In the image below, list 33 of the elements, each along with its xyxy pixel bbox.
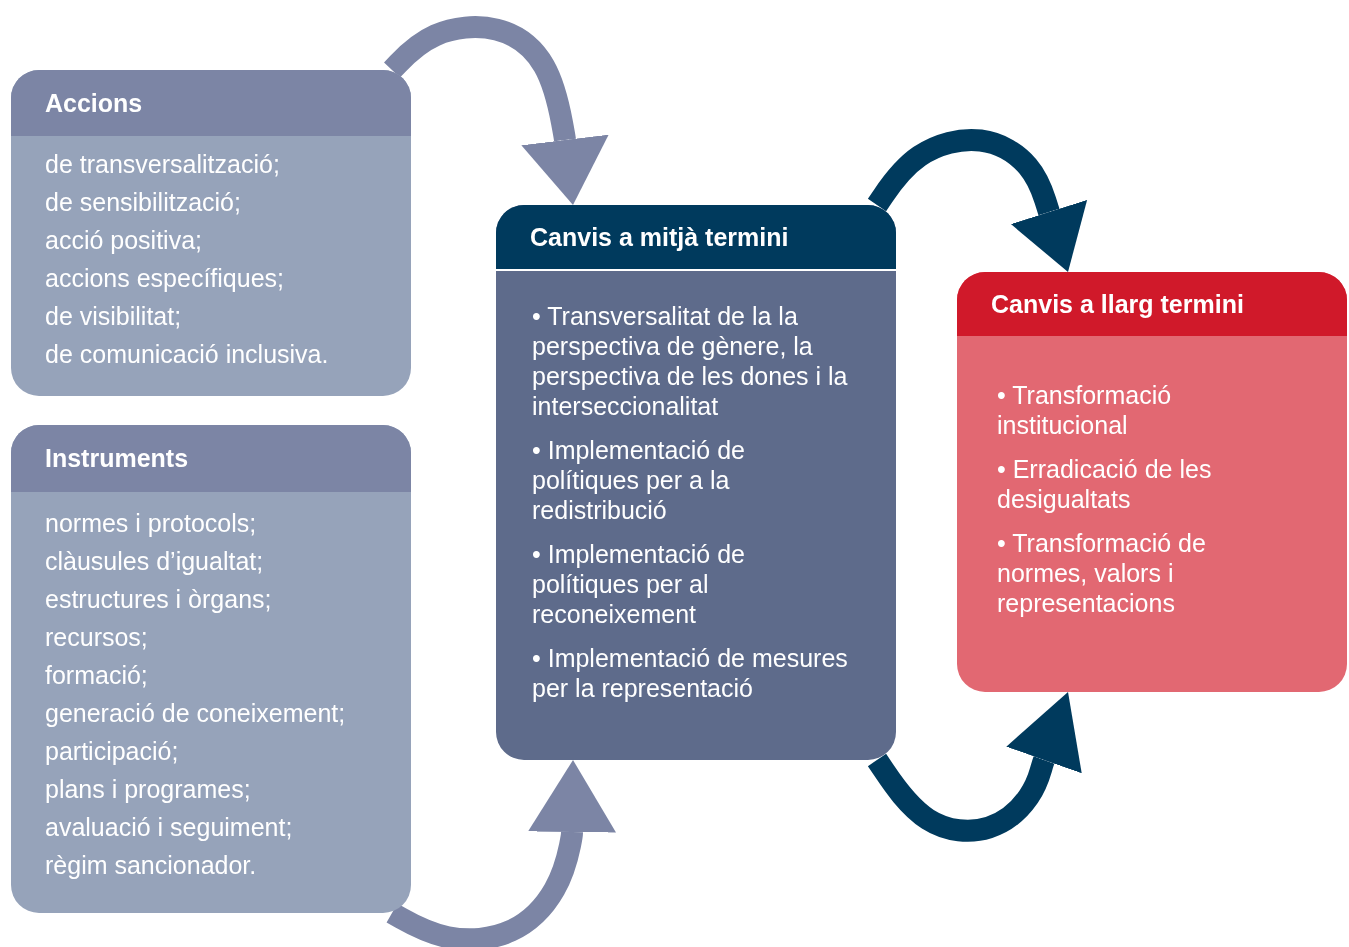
bullet-point: • Implementació de polítiques per a la redistribució bbox=[532, 435, 747, 525]
list-item: estructures i òrgans; bbox=[45, 584, 273, 615]
list-item: generació de coneixement; bbox=[45, 698, 347, 729]
list-item: de comunicació inclusiva. bbox=[45, 339, 330, 370]
bullet-point: • Implementació de mesures per la representació bbox=[532, 643, 849, 703]
bullet-point: • Transformació de normes, valors i representacions bbox=[997, 528, 1207, 618]
list-item: normes i protocols; bbox=[45, 508, 258, 539]
list-item: clàusules d’igualtat; bbox=[45, 546, 265, 577]
bullet-point: • Transversalitat de la la perspectiva de gènere, la perspectiva de les dones i la interseccionalitat bbox=[532, 301, 849, 421]
list-item: avaluació i seguiment; bbox=[45, 812, 294, 843]
panel-heading: Canvis a mitjà termini bbox=[496, 205, 896, 271]
text-panel bbox=[11, 425, 411, 913]
text-panel bbox=[496, 205, 896, 760]
curved-arrow bbox=[386, 760, 616, 947]
list-item: de visibilitat; bbox=[45, 301, 183, 332]
list-item: recursos; bbox=[45, 622, 149, 653]
panel-heading: Accions bbox=[11, 70, 411, 136]
list-item: participació; bbox=[45, 736, 180, 767]
list-item: de transversalització; bbox=[45, 149, 281, 180]
list-item: règim sancionador. bbox=[45, 850, 258, 881]
list-item: formació; bbox=[45, 660, 149, 691]
list-item: plans i programes; bbox=[45, 774, 252, 805]
list-item: acció positiva; bbox=[45, 225, 204, 256]
panel-heading: Canvis a llarg termini bbox=[957, 272, 1347, 336]
bullet-point: • Transformació institucional bbox=[997, 380, 1173, 440]
text-panel bbox=[957, 272, 1347, 692]
panel-heading: Instruments bbox=[11, 425, 411, 492]
list-item: de sensibilització; bbox=[45, 187, 242, 218]
text-panel bbox=[11, 70, 411, 396]
bullet-point: • Implementació de polítiques per al reconeixement bbox=[532, 539, 747, 629]
list-item: accions específiques; bbox=[45, 263, 286, 294]
curved-arrow bbox=[867, 692, 1082, 842]
bullet-point: • Erradicació de les desigualtats bbox=[997, 454, 1213, 514]
